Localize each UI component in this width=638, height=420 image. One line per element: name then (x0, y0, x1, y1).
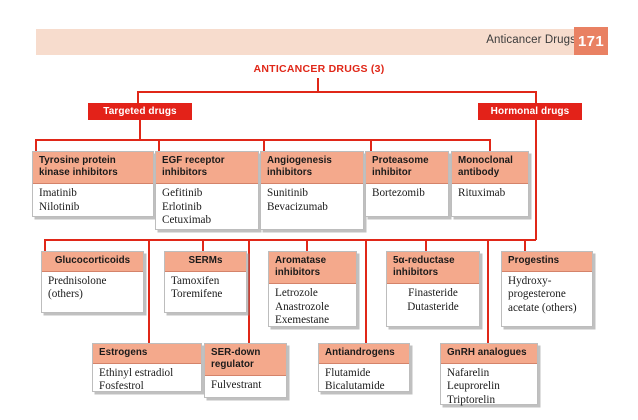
group-card-antiandrogens[interactable]: Antiandrogens Flutamide Bicalutamide (318, 343, 410, 392)
group-title: Monoclonal antibody (452, 152, 528, 185)
group-card-proteasome-inhibitor[interactable]: Proteasome inhibitor Bortezomib (365, 151, 449, 217)
drug-item: Toremifene (171, 288, 223, 301)
drug-item: Ethinyl estradiol (99, 367, 174, 380)
drug-item: Nilotinib (39, 200, 80, 213)
chart-title: ANTICANCER DRUGS (3) (253, 63, 385, 75)
group-card-monoclonal-antibody[interactable]: Monoclonal antibody Rituximab (451, 151, 529, 217)
running-header-title: Anticancer Drugs (486, 34, 576, 46)
connector-row3-drop-estrogens (148, 239, 150, 343)
connector-row1-stub-2 (158, 139, 160, 152)
group-title: 5α-reductase inhibitors (387, 252, 479, 285)
drug-item: Finasteride (408, 287, 458, 300)
group-title: SERMs (165, 252, 246, 273)
group-card-tyrosine-protein-kinase-inhibitors[interactable]: Tyrosine protein kinase inhibitors Imati… (32, 151, 154, 217)
group-card-angiogenesis-inhibitors[interactable]: Angiogenesis inhibitors Sunitinib Bevaci… (260, 151, 364, 230)
group-title: GnRH analogues (441, 344, 537, 365)
group-drug-list: Sunitinib Bevacizumab (261, 184, 363, 218)
group-title: Angiogenesis inhibitors (261, 152, 363, 185)
group-title: Aromatase inhibitors (269, 252, 356, 285)
group-card-progestins[interactable]: Progestins Hydroxy-progesterone acetate … (501, 251, 593, 327)
group-title: Progestins (502, 252, 592, 273)
connector-row2-stub-1 (44, 239, 46, 252)
drug-item: Letrozole (275, 287, 318, 300)
connector-row3-drop-ser-down-regulator (248, 239, 250, 343)
group-drug-list: Prednisolone (others) (42, 272, 143, 306)
drug-item: Rituximab (458, 187, 506, 200)
drug-item: Cetuximab (162, 213, 212, 226)
connector-row1-stub-3 (263, 139, 265, 152)
group-card-glucocorticoids[interactable]: Glucocorticoids Prednisolone (others) (41, 251, 144, 313)
drug-item: Dutasteride (407, 300, 459, 313)
branch-box-hormonal-drugs[interactable]: Hormonal drugs (478, 103, 582, 120)
branch-label-targeted: Targeted drugs (103, 106, 177, 117)
drug-item: Erlotinib (162, 200, 202, 213)
connector-row1-stub-4 (370, 139, 372, 152)
group-title: Estrogens (93, 344, 201, 365)
connector-row2-stub-4 (425, 239, 427, 252)
group-title: Antiandrogens (319, 344, 409, 365)
drug-item: Exemestane (275, 313, 330, 326)
drug-item: Fosfestrol (99, 380, 144, 393)
drug-item: Bortezomib (372, 187, 425, 200)
group-drug-list: Nafarelin Leuprorelin Triptorelin (441, 364, 537, 412)
drug-item: Gefitinib (162, 187, 203, 200)
group-drug-list: Flutamide Bicalutamide (319, 364, 409, 398)
connector-row2-stub-3 (306, 239, 308, 252)
group-title: Glucocorticoids (42, 252, 143, 273)
drug-item: Hydroxy-progesterone acetate (others) (508, 275, 577, 314)
group-title: EGF receptor inhibitors (156, 152, 258, 185)
connector-top-bar (137, 91, 537, 93)
group-card-estrogens[interactable]: Estrogens Ethinyl estradiol Fosfestrol (92, 343, 202, 392)
running-header-bar (36, 29, 602, 55)
drug-item: Triptorelin (447, 393, 496, 406)
page-number-badge: 171 (574, 27, 608, 55)
connector-row2-bar (44, 239, 536, 241)
connector-row3-drop-antiandrogens (365, 239, 367, 343)
group-drug-list: Imatinib Nilotinib (33, 184, 153, 218)
branch-box-targeted-drugs[interactable]: Targeted drugs (88, 103, 192, 120)
connector-targeted-down (139, 120, 141, 141)
group-drug-list: Bortezomib (366, 184, 448, 205)
group-drug-list: Gefitinib Erlotinib Cetuximab (156, 184, 258, 232)
group-drug-list: Tamoxifen Toremifene (165, 272, 246, 306)
group-card-egf-receptor-inhibitors[interactable]: EGF receptor inhibitors Gefitinib Erloti… (155, 151, 259, 230)
group-card-5-alpha-reductase-inhibitors[interactable]: 5α-reductase inhibitors Finasteride Duta… (386, 251, 480, 327)
group-title: Proteasome inhibitor (366, 152, 448, 185)
group-drug-list: Hydroxy-progesterone acetate (others) (502, 272, 592, 320)
connector-row1-stub-5 (489, 139, 491, 152)
drug-item: (others) (48, 288, 83, 301)
drug-item: Tamoxifen (171, 275, 220, 288)
connector-row1-stub-1 (35, 139, 37, 152)
connector-row3-drop-gnrh-analogues (487, 239, 489, 343)
drug-item: Leuprorelin (447, 380, 500, 393)
drug-item: Imatinib (39, 187, 77, 200)
group-drug-list: Rituximab (452, 184, 528, 205)
group-card-aromatase-inhibitors[interactable]: Aromatase inhibitors Letrozole Anastrozo… (268, 251, 357, 327)
branch-label-hormonal: Hormonal drugs (490, 106, 570, 117)
group-card-gnrh-analogues[interactable]: GnRH analogues Nafarelin Leuprorelin Tri… (440, 343, 538, 406)
drug-item: Nafarelin (447, 367, 490, 380)
drug-item: Flutamide (325, 367, 371, 380)
connector-row2-stub-5 (524, 239, 526, 252)
group-drug-list: Letrozole Anastrozole Exemestane (269, 284, 356, 332)
group-card-serms[interactable]: SERMs Tamoxifen Toremifene (164, 251, 247, 313)
group-card-ser-down-regulator[interactable]: SER-down regulator Fulvestrant (204, 343, 287, 398)
group-drug-list: Fulvestrant (205, 376, 286, 397)
drug-item: Bicalutamide (325, 380, 385, 393)
group-drug-list: Finasteride Dutasteride (387, 284, 479, 318)
drug-item: Anastrozole (275, 300, 330, 313)
connector-to-targeted (137, 91, 139, 103)
connector-hormonal-trunk (535, 120, 537, 240)
drug-item: Prednisolone (48, 275, 107, 288)
connector-title-stub (317, 78, 319, 92)
group-title: SER-down regulator (205, 344, 286, 377)
group-drug-list: Ethinyl estradiol Fosfestrol (93, 364, 201, 398)
drug-item: Fulvestrant (211, 379, 262, 392)
group-title: Tyrosine protein kinase inhibitors (33, 152, 153, 185)
drug-item: Bevacizumab (267, 200, 328, 213)
drug-item: Sunitinib (267, 187, 309, 200)
connector-to-hormonal (535, 91, 537, 103)
connector-row2-stub-2 (202, 239, 204, 252)
